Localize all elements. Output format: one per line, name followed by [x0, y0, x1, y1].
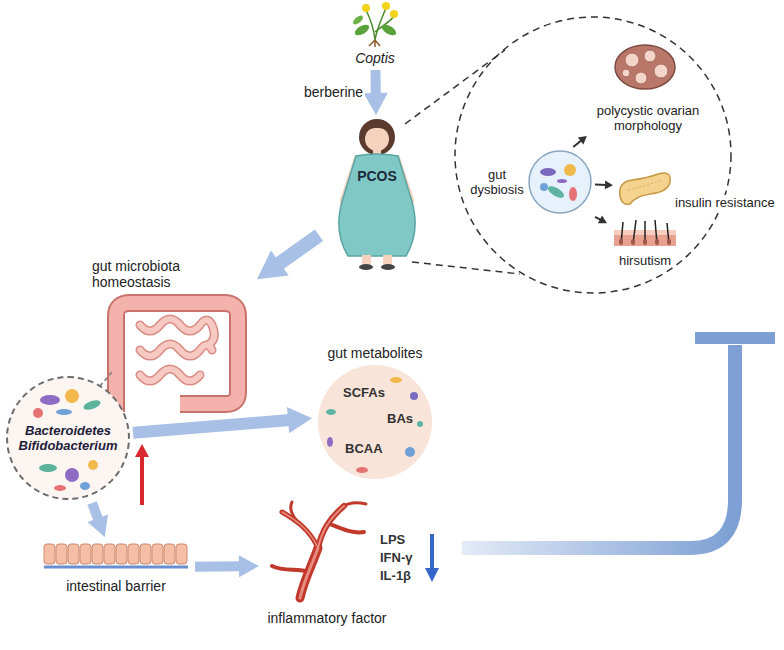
- herb-icon: Coptis: [335, 0, 415, 67]
- dysbiosis-label: gut dysbiosis: [468, 167, 526, 197]
- symptom-label: insulin resistance: [674, 195, 776, 211]
- skin-icon: hirsutism: [610, 218, 680, 269]
- vessel-figure: inflammatory factor LPS IFN-γIL-1β: [262, 498, 452, 632]
- metabolite-name: BAs: [387, 411, 413, 426]
- flow-arrow: [595, 181, 613, 190]
- flow-arrow: [133, 407, 312, 433]
- edge-label: berberine: [302, 84, 365, 101]
- metabolite-name: SCFAs: [343, 385, 385, 400]
- pancreas-icon: insulin resistance: [616, 166, 778, 211]
- herb-name: Coptis: [355, 50, 395, 67]
- patient-label: PCOS: [357, 168, 397, 185]
- metabolite-circle: gut metabolitesSCFAsBAsBCAA: [315, 345, 437, 481]
- metabolite-heading: gut metabolites: [315, 345, 435, 362]
- patient-figure: PCOS: [322, 118, 432, 270]
- barrier-strip: intestinal barrier: [40, 540, 192, 595]
- taxon-name: Bacteroidetes: [25, 423, 111, 438]
- cytokine-name: IL-1β: [380, 568, 411, 583]
- flow-arrow: [257, 235, 319, 279]
- flow-arrow: [364, 70, 388, 115]
- flow-arrow: [573, 136, 587, 147]
- intestine-figure: gut microbiota homeostasis: [92, 258, 254, 420]
- flow-arrow: [87, 503, 108, 537]
- ovary-icon: polycystic ovarian morphology: [588, 40, 708, 133]
- dysbiosis-microbes: gut dysbiosis: [468, 150, 592, 214]
- intestine-label: gut microbiota homeostasis: [92, 258, 232, 290]
- flow-arrow: [195, 555, 259, 577]
- cytokine-name: LPS: [380, 532, 405, 547]
- cytokine-name: IFN-γ: [380, 550, 413, 565]
- barrier-label: intestinal barrier: [66, 578, 166, 595]
- vessel-label: inflammatory factor: [262, 610, 392, 627]
- zoom-circle: BacteroidetesBifidobacterium: [6, 376, 130, 500]
- symptom-label: polycystic ovarian morphology: [591, 103, 705, 133]
- symptom-label: hirsutism: [619, 253, 671, 269]
- taxon-name: Bifidobacterium: [19, 438, 118, 453]
- metabolite-name: BCAA: [345, 441, 383, 456]
- flow-arrow: [595, 216, 607, 224]
